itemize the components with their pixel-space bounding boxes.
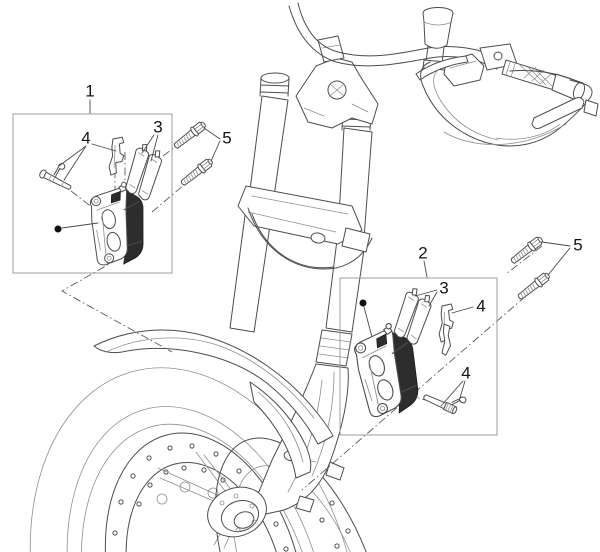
brake-pads-left xyxy=(123,141,166,203)
throttle-grip-art xyxy=(501,59,586,101)
mounting-bolt-left-2 xyxy=(178,156,216,189)
left-caliper-parts xyxy=(37,119,216,267)
pad-retainer-left xyxy=(107,135,127,177)
r-clip-left xyxy=(51,162,68,178)
brake-lever-art xyxy=(415,55,469,81)
parts-box-1 xyxy=(12,113,173,274)
brake-rotor-right-art xyxy=(214,437,386,552)
callout-4-right-lower: 4 xyxy=(461,363,471,383)
callout-5-right: 5 xyxy=(573,235,583,255)
brake-pads-right xyxy=(391,285,436,347)
callout-3-left: 3 xyxy=(153,117,163,137)
callout-3-right: 3 xyxy=(439,278,449,298)
pad-pin-right xyxy=(422,392,459,415)
caliper-bullet-right xyxy=(359,299,367,307)
upper-triple-clamp-art xyxy=(295,35,379,129)
mounting-bolt-right-2 xyxy=(515,270,553,303)
caliper-bullet-left xyxy=(54,225,62,233)
handlebar-art xyxy=(288,2,599,147)
master-cylinder-art xyxy=(415,53,485,87)
wheel-hub-art xyxy=(207,486,267,538)
mounting-bolt-left-1 xyxy=(171,119,209,152)
callout-leader-lines xyxy=(58,99,571,407)
callout-1: 1 xyxy=(85,81,95,101)
front-fork-art xyxy=(207,35,379,538)
front-fender-art xyxy=(93,329,334,479)
parts-box-2 xyxy=(339,277,498,436)
handguard-art xyxy=(420,61,599,147)
callout-2: 2 xyxy=(418,243,428,263)
mounting-bolt-right-1 xyxy=(508,234,546,267)
callout-5-left: 5 xyxy=(222,128,232,148)
right-caliper-parts xyxy=(349,234,553,420)
lower-triple-clamp-art xyxy=(237,185,373,270)
callout-4-left: 4 xyxy=(81,128,91,148)
callout-4-right-upper: 4 xyxy=(476,296,486,316)
